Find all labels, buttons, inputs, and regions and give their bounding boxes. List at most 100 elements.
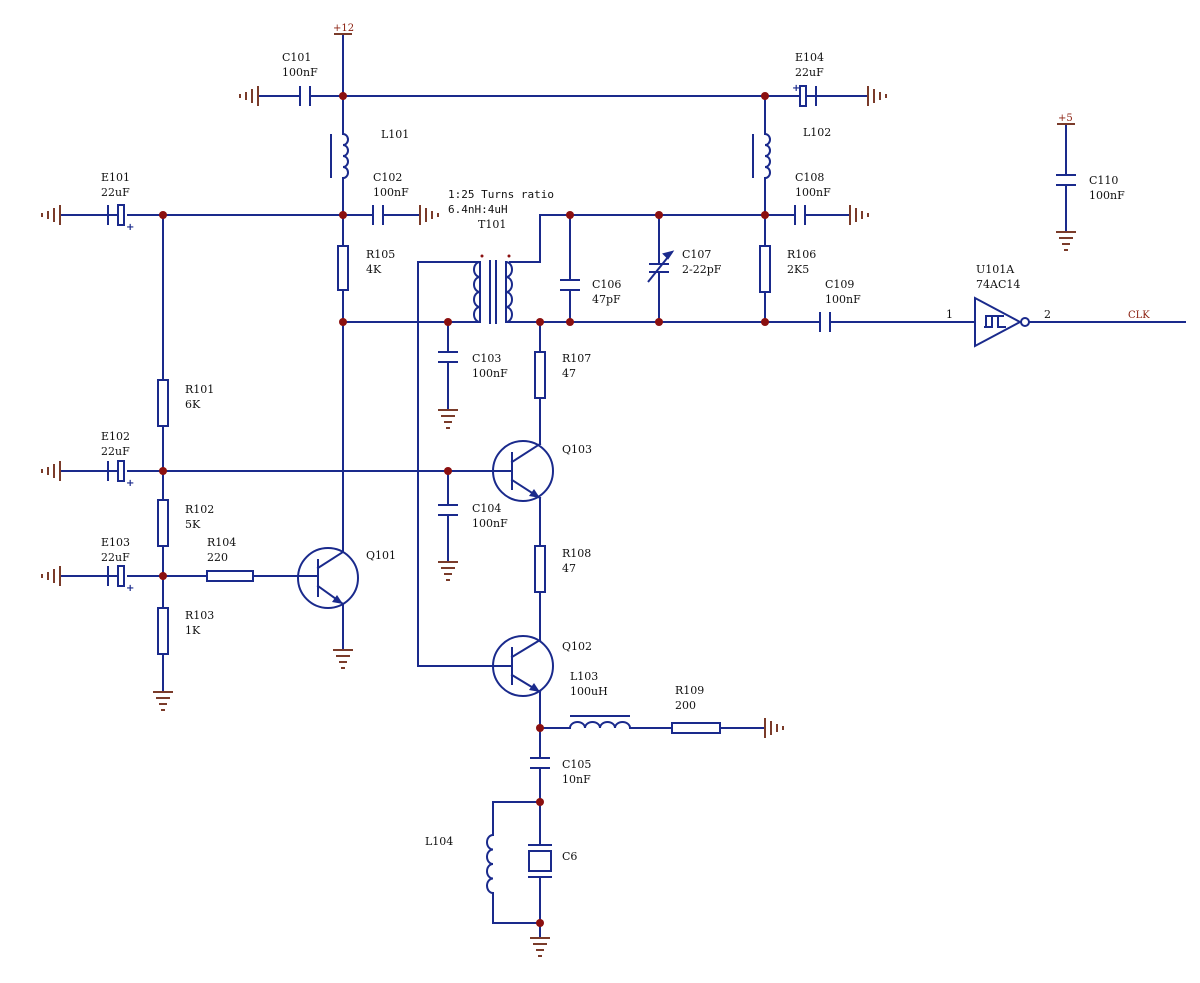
capacitor-c108 xyxy=(794,205,806,225)
value-r105: 4K xyxy=(366,263,382,276)
value-l103: 100uH xyxy=(570,685,608,698)
schmitt-inverter-u101a: 1 2 xyxy=(939,296,1051,348)
ground-left-e102 xyxy=(41,461,61,481)
ground-left-c101 xyxy=(239,86,259,106)
ref-l103: L103 xyxy=(570,670,598,683)
capacitor-c109 xyxy=(819,312,840,332)
inductor-l104 xyxy=(486,834,494,894)
u101a-pin-out: 2 xyxy=(1044,308,1051,321)
value-r109: 200 xyxy=(675,699,696,712)
ref-c101: C101 xyxy=(282,51,311,64)
ref-q101: Q101 xyxy=(366,549,396,562)
ground-right-c102 xyxy=(419,205,439,225)
value-c103: 100nF xyxy=(472,367,508,380)
value-c108: 100nF xyxy=(795,186,831,199)
electrolytic-capacitor-e104: + xyxy=(792,83,823,107)
polarity-plus-e101: + xyxy=(126,222,134,233)
capacitor-c105 xyxy=(530,757,550,769)
transformer-t101 xyxy=(473,260,513,324)
net-label-clk: CLK xyxy=(1128,310,1150,321)
power-5-port: +5 xyxy=(1057,113,1075,125)
resistor-r101 xyxy=(157,379,169,427)
power-12-label: +12 xyxy=(333,23,354,34)
transistor-q101 xyxy=(297,547,359,609)
capacitor-c104 xyxy=(438,504,458,516)
ref-c104: C104 xyxy=(472,502,501,515)
resistor-r104 xyxy=(206,570,254,582)
trimmer-capacitor-c107 xyxy=(647,248,675,288)
ref-u101a: U101A xyxy=(976,263,1015,276)
value-r103: 1K xyxy=(185,624,201,637)
resistor-r103 xyxy=(157,607,169,655)
ground-left-e103 xyxy=(41,566,61,586)
value-c105: 10nF xyxy=(562,773,591,786)
value-r108: 47 xyxy=(562,562,576,575)
ref-q103: Q103 xyxy=(562,443,592,456)
value-r104: 220 xyxy=(207,551,228,564)
ref-l104: L104 xyxy=(425,835,453,848)
value-c107: 2-22pF xyxy=(682,263,722,276)
ground-down-q101 xyxy=(333,649,353,669)
capacitor-c106 xyxy=(560,279,580,291)
ground-down-c6 xyxy=(530,937,550,957)
value-r102: 5K xyxy=(185,518,201,531)
ref-c103: C103 xyxy=(472,352,501,365)
value-e102: 22uF xyxy=(101,445,130,458)
ref-r109: R109 xyxy=(675,684,704,697)
ground-left-e101 xyxy=(41,205,61,225)
ground-down-c104 xyxy=(438,561,458,581)
junctions xyxy=(159,92,769,927)
inductor-l101 xyxy=(330,133,349,179)
value-r101: 6K xyxy=(185,398,201,411)
ref-q102: Q102 xyxy=(562,640,592,653)
power-5-label: +5 xyxy=(1058,113,1073,124)
transformer-note-line1: 1:25 Turns ratio xyxy=(448,188,554,201)
value-c106: 47pF xyxy=(592,293,621,306)
capacitor-c103 xyxy=(438,351,458,363)
polarity-plus-e103: + xyxy=(126,583,134,594)
ref-r105: R105 xyxy=(366,248,395,261)
inductor-l102 xyxy=(752,133,771,179)
ref-r107: R107 xyxy=(562,352,591,365)
ref-c6: C6 xyxy=(562,850,577,863)
value-c101: 100nF xyxy=(282,66,318,79)
capacitor-c101 xyxy=(299,86,311,106)
ref-r103: R103 xyxy=(185,609,214,622)
resistor-r105 xyxy=(337,245,349,291)
value-c104: 100nF xyxy=(472,517,508,530)
value-c109: 100nF xyxy=(825,293,861,306)
value-r106: 2K5 xyxy=(787,263,809,276)
resistor-r106 xyxy=(759,245,771,293)
ref-c106: C106 xyxy=(592,278,621,291)
ground-down-c110 xyxy=(1056,231,1076,251)
ref-t101: T101 xyxy=(478,218,506,231)
transformer-dot-secondary xyxy=(507,254,511,258)
electrolytic-capacitor-e102: + xyxy=(107,460,134,489)
ref-l101: L101 xyxy=(381,128,409,141)
polarity-plus-e104: + xyxy=(792,83,800,94)
ref-r106: R106 xyxy=(787,248,816,261)
ref-r108: R108 xyxy=(562,547,591,560)
electrolytic-capacitor-e103: + xyxy=(107,565,134,594)
ground-right-r109 xyxy=(764,718,784,738)
value-u101a: 74AC14 xyxy=(976,278,1020,291)
ref-e104: E104 xyxy=(795,51,824,64)
u101a-pin-in: 1 xyxy=(946,308,953,321)
resistor-r107 xyxy=(534,351,546,399)
value-c110: 100nF xyxy=(1089,189,1125,202)
value-r107: 47 xyxy=(562,367,576,380)
power-12-port: +12 xyxy=(333,23,354,35)
transformer-dot-primary xyxy=(480,254,484,258)
ground-right-e104 xyxy=(867,86,887,106)
crystal-c6 xyxy=(528,844,552,878)
ref-r104: R104 xyxy=(207,536,236,549)
ref-r101: R101 xyxy=(185,383,214,396)
inductor-l103 xyxy=(569,715,631,729)
ground-down-r103 xyxy=(153,691,173,711)
ref-e101: E101 xyxy=(101,171,130,184)
capacitor-c102 xyxy=(372,205,384,225)
resistor-r108 xyxy=(534,545,546,593)
transistor-q102 xyxy=(492,635,554,697)
ground-right-c108 xyxy=(849,205,869,225)
